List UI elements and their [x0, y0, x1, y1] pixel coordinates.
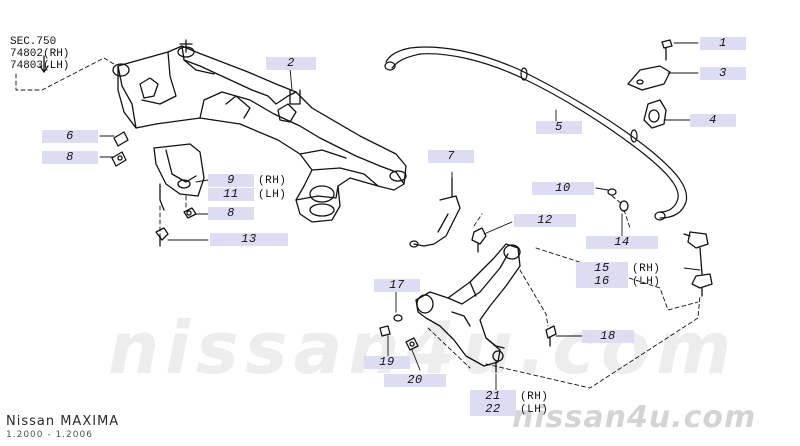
callout-5[interactable]: 5: [536, 121, 582, 134]
callout-19[interactable]: 19: [364, 356, 410, 369]
side-label-rh-9: (RH): [258, 175, 287, 187]
callout-7[interactable]: 7: [428, 150, 474, 163]
suspension-member-part: [112, 39, 407, 223]
lower-control-arm-part: [415, 243, 521, 373]
vehicle-model: Nissan MAXIMA: [6, 414, 120, 429]
guide-lines: [15, 57, 701, 389]
callout-14[interactable]: 14: [586, 236, 658, 249]
callout-18[interactable]: 18: [582, 330, 634, 343]
callout-10[interactable]: 10: [532, 182, 594, 195]
callout-21[interactable]: 21: [470, 390, 516, 403]
side-label-lh-11: (LH): [258, 189, 287, 201]
section-reference: SEC.750 74802(RH) 74803(LH): [10, 36, 69, 72]
callout-22[interactable]: 22: [470, 403, 516, 416]
fastener-group-arm: [379, 314, 557, 351]
stabilizer-bar-part: [384, 46, 688, 221]
side-label-lh-22: (LH): [520, 404, 549, 416]
callout-6[interactable]: 6: [42, 130, 98, 143]
washers: [607, 188, 629, 212]
stabilizer-bushing-clamp: [627, 39, 673, 129]
callout-3[interactable]: 3: [700, 67, 746, 80]
section-number: SEC.750: [10, 36, 57, 48]
side-label-rh-21: (RH): [520, 391, 549, 403]
side-label-lh-16: (LH): [632, 276, 661, 288]
callout-4[interactable]: 4: [690, 114, 736, 127]
watermark-small: nissan4u.com: [512, 400, 757, 435]
link-part: [409, 177, 461, 248]
section-rh-part: 74802(RH): [10, 48, 70, 60]
section-ref-marker: [39, 55, 49, 73]
connecting-rod-part: [683, 231, 713, 297]
callout-12[interactable]: 12: [514, 214, 576, 227]
callout-8-lower[interactable]: 8: [208, 207, 254, 220]
bracket-part: [153, 143, 205, 211]
callout-11[interactable]: 11: [208, 188, 254, 201]
side-label-rh-15: (RH): [632, 263, 661, 275]
callout-13[interactable]: 13: [210, 233, 288, 246]
callout-1[interactable]: 1: [700, 37, 746, 50]
bolt-12: [471, 227, 487, 253]
callout-9[interactable]: 9: [208, 174, 254, 187]
callout-2[interactable]: 2: [266, 57, 316, 70]
callout-15[interactable]: 15: [576, 262, 628, 275]
callout-17[interactable]: 17: [374, 279, 420, 292]
section-lh-part: 74803(LH): [10, 60, 70, 72]
callout-20[interactable]: 20: [384, 374, 446, 387]
callout-16[interactable]: 16: [576, 275, 628, 288]
production-range: 1.2000 - 1.2006: [6, 430, 93, 440]
leader-lines: [99, 42, 701, 391]
callout-8-upper[interactable]: 8: [42, 151, 98, 164]
